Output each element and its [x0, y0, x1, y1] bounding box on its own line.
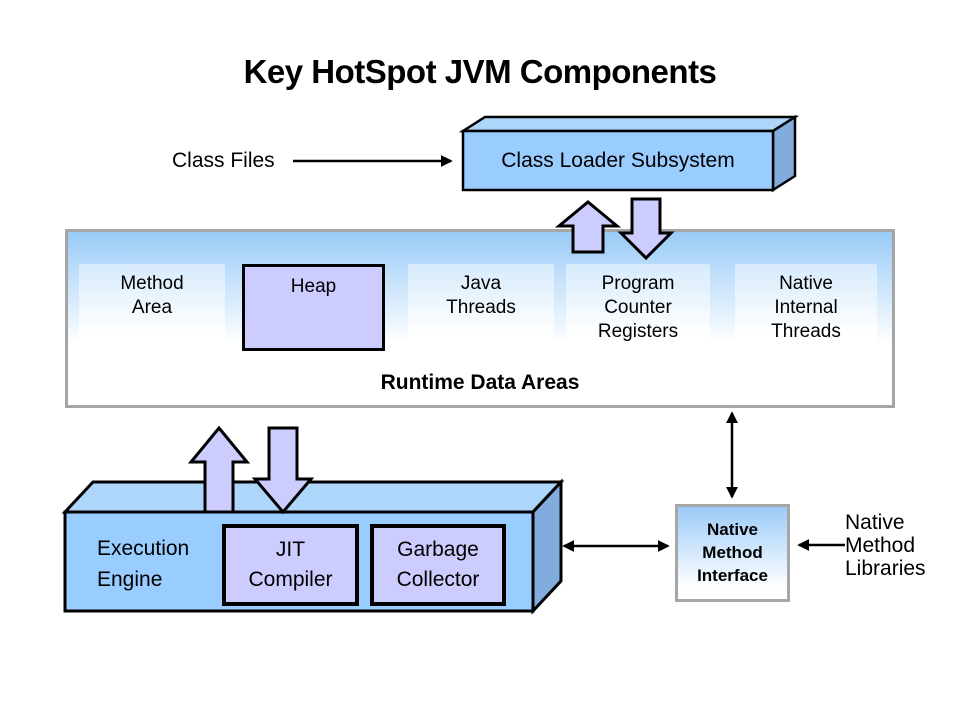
java-threads-box: Java Threads — [408, 264, 554, 351]
heap-box: Heap — [242, 264, 385, 351]
class-loader-subsystem-label: Class Loader Subsystem — [501, 148, 735, 172]
class-files-label: Class Files — [172, 149, 275, 172]
up-block-arrow-icon — [187, 425, 251, 514]
up-block-arrow-icon — [554, 200, 622, 254]
method-area-box: Method Area — [79, 264, 225, 351]
program-counter-registers-box: Program Counter Registers — [566, 264, 710, 351]
page-title: Key HotSpot JVM Components — [243, 53, 717, 90]
runtime-data-areas-caption: Runtime Data Areas — [380, 371, 580, 394]
execution-engine-label: Execution Engine — [97, 537, 190, 591]
jit-compiler-box: JIT Compiler — [222, 524, 359, 606]
native-internal-threads-box: Native Internal Threads — [735, 264, 877, 351]
down-block-arrow-icon — [251, 426, 315, 515]
native-method-libraries-label: Native Method Libraries — [845, 511, 926, 580]
runtime-data-areas-box: Method Area Heap Java Threads Program Co… — [65, 229, 895, 408]
garbage-collector-box: Garbage Collector — [370, 524, 506, 606]
class-loader-subsystem-box — [458, 114, 800, 193]
down-block-arrow-icon — [617, 197, 675, 261]
native-method-interface-box: Native Method Interface — [675, 504, 790, 602]
